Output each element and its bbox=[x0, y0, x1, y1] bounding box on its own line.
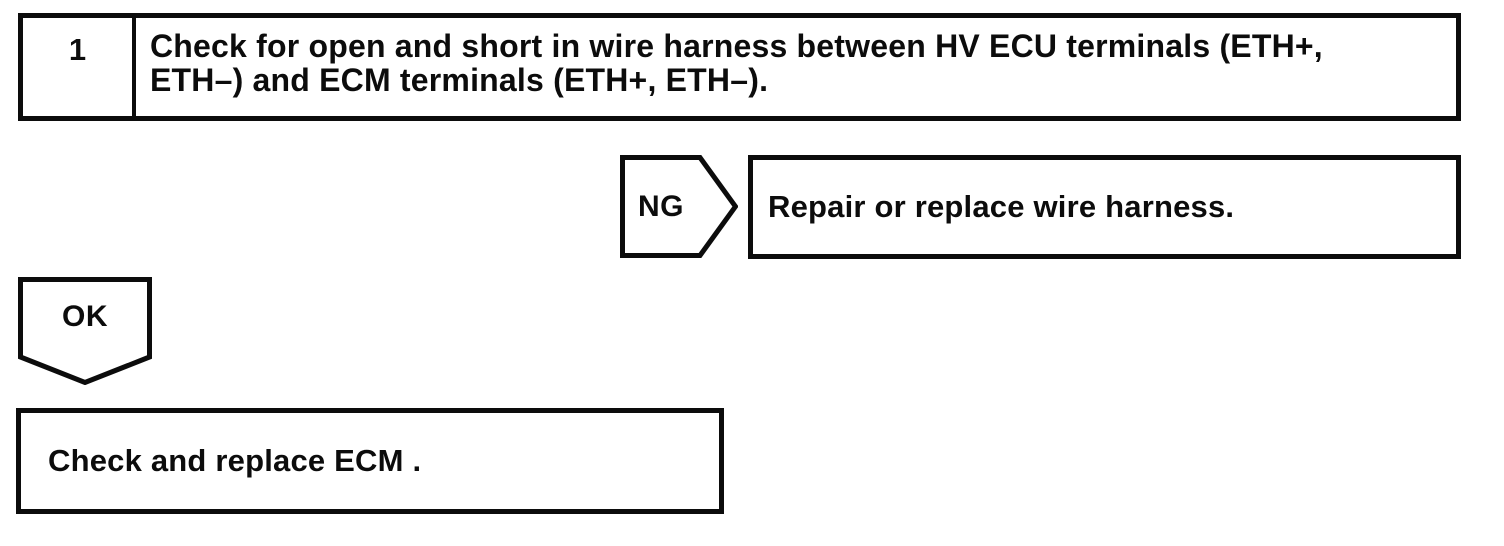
pentagon-right-icon bbox=[620, 155, 738, 258]
ng-connector: NG bbox=[620, 155, 738, 258]
ok-connector-label: OK bbox=[62, 300, 108, 333]
ok-action-box: Check and replace ECM . bbox=[16, 408, 724, 514]
pentagon-down-icon bbox=[18, 277, 152, 385]
step-box: 1 Check for open and short in wire harne… bbox=[18, 13, 1461, 121]
ng-connector-label: NG bbox=[638, 189, 684, 223]
ok-action-text: Check and replace ECM . bbox=[48, 443, 422, 478]
step-description: Check for open and short in wire harness… bbox=[150, 28, 1323, 98]
step-number: 1 bbox=[23, 18, 136, 116]
ng-action-text: Repair or replace wire harness. bbox=[768, 189, 1235, 224]
ng-action-box: Repair or replace wire harness. bbox=[748, 155, 1461, 259]
ok-connector: OK bbox=[18, 277, 152, 385]
